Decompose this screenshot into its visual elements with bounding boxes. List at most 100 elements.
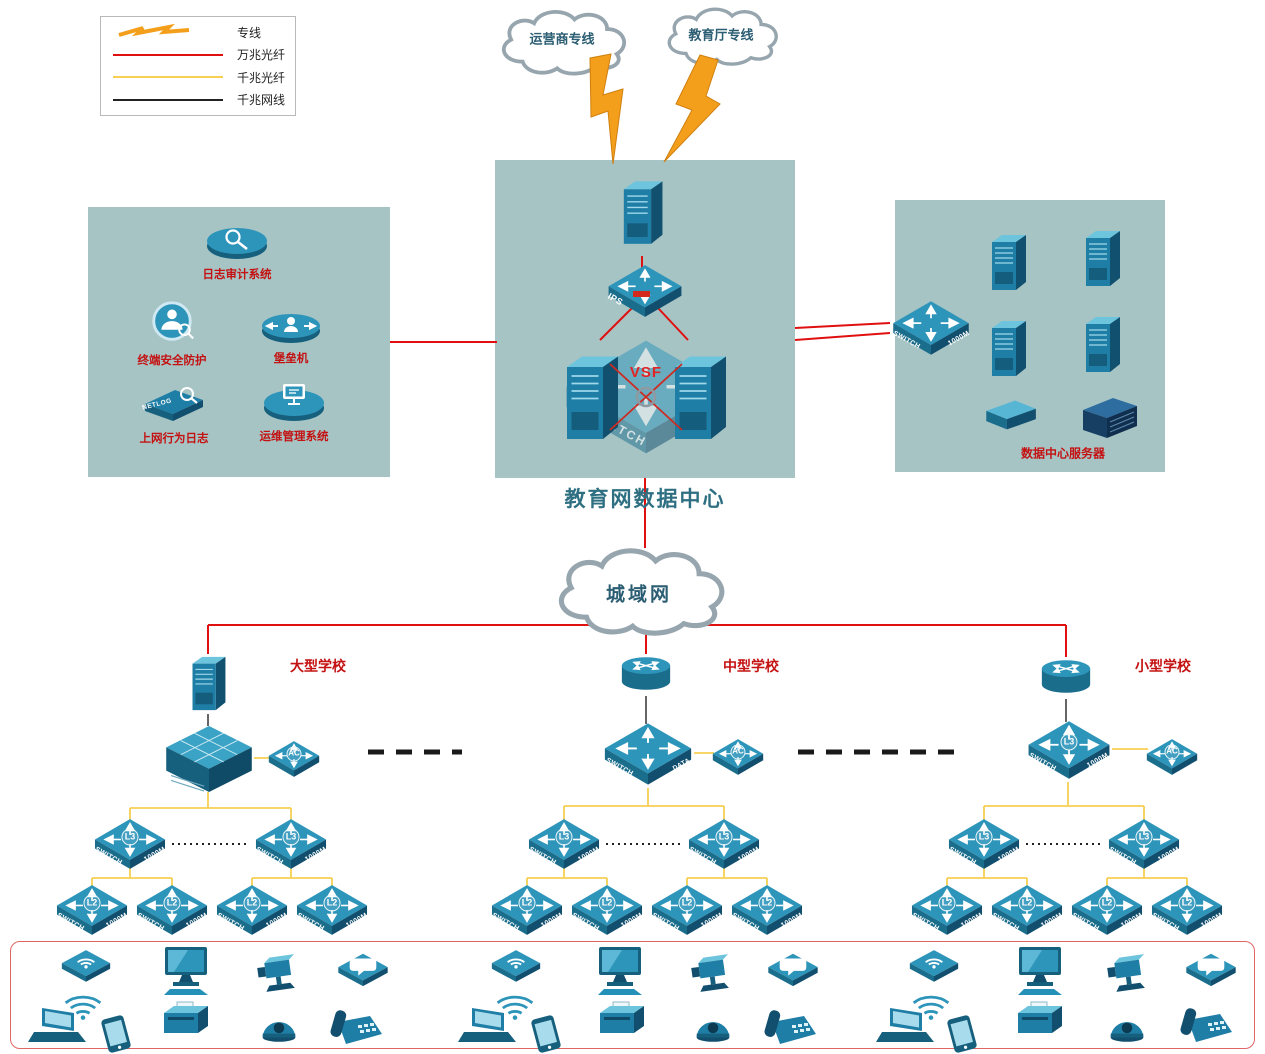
bastion-label: 堡垒机 <box>273 353 309 365</box>
desk-phone-icon <box>1180 1004 1236 1046</box>
laptop-icon <box>458 1006 516 1044</box>
bolt-legend-icon <box>118 24 190 38</box>
l2-badge: L2 <box>1178 894 1196 912</box>
small-school-ac: AC <box>1146 738 1198 776</box>
vsf-label: VSF <box>629 364 663 381</box>
ops-management-system: 运维管理系统 <box>246 380 342 444</box>
l2-badge: L2 <box>678 894 696 912</box>
datacenter-server <box>984 230 1032 294</box>
desk-phone-icon <box>764 1006 820 1048</box>
l2-badge: L2 <box>163 894 181 912</box>
legend: 专线 万兆光纤 千兆光纤 千兆网线 <box>100 16 296 116</box>
legend-label: 万兆光纤 <box>237 48 286 63</box>
terminal-security-icon <box>152 301 194 341</box>
l3-badge: L3 <box>121 828 139 846</box>
terminal-security-label: 终端安全防护 <box>137 355 207 367</box>
ptz-camera-icon <box>1104 946 1150 998</box>
l2-badge: L2 <box>243 894 261 912</box>
bastion-icon <box>262 314 320 343</box>
legend-label: 千兆光纤 <box>237 70 286 85</box>
ips-device: IPS <box>606 264 684 318</box>
legend-label: 专线 <box>237 25 262 40</box>
l2-badge: L2 <box>758 894 776 912</box>
wireless-ap-icon <box>490 946 542 984</box>
datacenter-server <box>984 316 1032 380</box>
yellow-line-legend-icon <box>113 76 223 79</box>
ac-badge: AC <box>1164 744 1180 760</box>
legend-row: 专线 <box>109 24 287 41</box>
medium-school-ac: AC <box>712 738 764 776</box>
desktop-icon <box>1014 944 1066 996</box>
l3-badge: L3 <box>1135 828 1153 846</box>
led-display <box>632 291 650 297</box>
printer-icon <box>156 1000 214 1042</box>
dome-camera-icon <box>690 1006 736 1044</box>
log-audit-system: 日志审计系统 <box>182 222 292 282</box>
printer-icon <box>1010 1000 1068 1042</box>
vsf-cross-links <box>609 363 683 431</box>
legend-row: 万兆光纤 <box>109 46 287 63</box>
black-copper-links <box>207 696 1067 726</box>
ac-badge: AC <box>730 744 746 760</box>
man-cloud-label: 城域网 <box>605 584 673 606</box>
education-cloud-label: 教育厅专线 <box>688 27 754 43</box>
smartphone-icon <box>522 1014 570 1054</box>
netlog-label: 上网行为日志 <box>139 433 209 445</box>
terminal-security: 终端安全防护 <box>124 298 220 368</box>
smartphone-icon <box>938 1014 986 1054</box>
chat-device-icon <box>766 950 820 988</box>
desktop-icon <box>160 944 212 996</box>
large-school-ac: AC <box>268 740 320 778</box>
chat-device-icon <box>1184 950 1238 988</box>
school-label-large: 大型学校 <box>290 658 346 674</box>
server-farm-label: 数据中心服务器 <box>1020 446 1106 461</box>
yellow-1g-links <box>91 748 1188 890</box>
laptop-icon <box>876 1006 934 1044</box>
lightning-bolt-left <box>589 53 624 165</box>
datacenter-server <box>1078 226 1126 290</box>
l2-badge: L2 <box>83 894 101 912</box>
legend-label: 千兆网线 <box>237 93 286 108</box>
endpoint-devices-box <box>10 941 1255 1049</box>
dome-camera-icon <box>1104 1006 1150 1044</box>
l3-badge: L3 <box>282 828 300 846</box>
medium-school-router <box>620 652 672 696</box>
large-school-gateway <box>186 652 230 714</box>
netlog-icon <box>145 387 203 421</box>
black-line-legend-icon <box>113 98 223 101</box>
rack-server <box>1072 396 1142 442</box>
small-school-router <box>1040 655 1092 699</box>
ops-management-label: 运维管理系统 <box>259 431 329 443</box>
carrier-cloud-label: 运营商专线 <box>529 31 595 47</box>
ops-management-icon <box>264 384 324 421</box>
school-label-medium: 中型学校 <box>723 658 779 674</box>
storage-device <box>978 398 1040 434</box>
wireless-ap-icon <box>908 946 960 984</box>
l2-badge: L2 <box>938 894 956 912</box>
log-audit-icon <box>207 228 267 259</box>
lightning-bolt-right <box>663 54 721 163</box>
desktop-icon <box>594 944 646 996</box>
red-line-legend-icon <box>113 53 223 56</box>
datacenter-server <box>1078 312 1126 376</box>
